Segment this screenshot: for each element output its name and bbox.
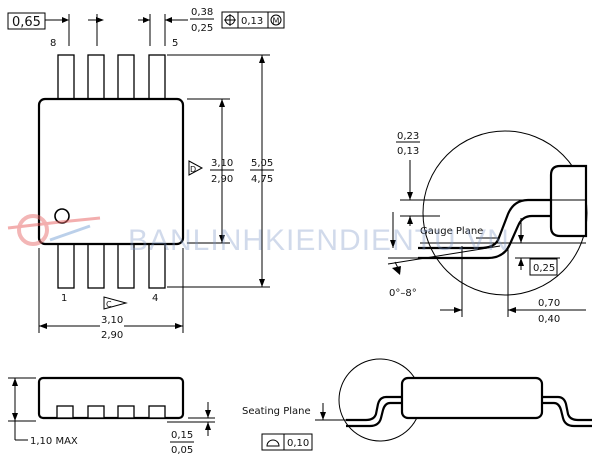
lead-thickness-min: 0,13 <box>397 146 419 157</box>
lead-pin-2 <box>87 242 105 289</box>
side-view: 1,10 MAX 0,15 0,05 <box>8 376 215 454</box>
angle-range: 0°–8° <box>389 288 417 299</box>
pin-number-1: 1 <box>61 293 67 304</box>
mmc-letter: M <box>273 17 280 26</box>
pin-pitch-value: 0,65 <box>12 15 41 30</box>
detail-package-edge <box>549 164 588 238</box>
standoff-max: 0,15 <box>171 430 193 441</box>
coplanarity-frame <box>261 433 313 451</box>
position-tolerance-value: 0,13 <box>241 16 263 27</box>
side-lead-4 <box>148 405 166 419</box>
body-width-min: 2,90 <box>211 174 233 185</box>
body-width-max: 3,10 <box>211 158 233 169</box>
gauge-plane-label: Gauge Plane <box>420 226 483 237</box>
detail-lead-bottom <box>418 214 551 260</box>
lead-detail-view: Gauge Plane 0,23 0,13 0°–8° 0,25 <box>387 130 588 325</box>
body-length-min: 2,90 <box>101 330 123 341</box>
side-package-body <box>37 376 185 420</box>
position-symbol-icon <box>224 14 236 26</box>
overall-width-min: 4,75 <box>251 174 273 185</box>
pin-number-4: 4 <box>152 293 158 304</box>
lead-thickness-max: 0,23 <box>397 131 419 142</box>
pin-number-5: 5 <box>172 38 178 49</box>
mmc-modifier-icon <box>270 14 282 26</box>
position-tolerance-frame <box>221 11 285 29</box>
body-length-max: 3,10 <box>101 315 123 326</box>
coplanarity-value: 0,10 <box>287 438 309 449</box>
seating-view: Seating Plane 0,10 <box>242 358 592 451</box>
lead-pin-6 <box>117 54 135 101</box>
lead-width-max: 0,38 <box>191 7 213 18</box>
package-body <box>37 97 185 246</box>
gauge-height-value: 0,25 <box>533 263 555 274</box>
datum-c-triangle-icon <box>103 296 128 310</box>
package-height-max: 1,10 MAX <box>30 436 78 447</box>
side-lead-2 <box>87 405 105 419</box>
detail-lead-top <box>418 198 551 250</box>
seating-package-body <box>400 376 544 420</box>
standoff-min: 0,05 <box>171 445 193 454</box>
foot-length-min: 0,40 <box>538 314 560 325</box>
seating-lead-left <box>346 395 402 422</box>
seating-lead-right <box>542 395 592 422</box>
overall-width-max: 5,05 <box>251 158 273 169</box>
datum-c-letter: C <box>106 300 112 309</box>
pin-number-8: 8 <box>50 38 56 49</box>
side-lead-3 <box>117 405 135 419</box>
lead-pin-7 <box>87 54 105 101</box>
datum-d-letter: D <box>190 165 196 174</box>
datum-d-triangle-icon <box>188 160 204 176</box>
gauge-height-box <box>529 258 558 276</box>
seating-plane-label: Seating Plane <box>242 406 311 417</box>
lead-width-min: 0,25 <box>191 23 213 34</box>
profile-surface-icon <box>266 439 280 447</box>
lead-pin-8 <box>57 54 75 101</box>
watermark: BANLINHKIENDIENTU.VN <box>7 214 510 257</box>
watermark-text: BANLINHKIENDIENTU.VN <box>128 224 510 257</box>
top-view: 0,65 0,38 0,25 0,13 M 8 5 1 <box>7 7 285 341</box>
lead-pin-5 <box>148 54 166 101</box>
watermark-logo-icon <box>7 214 101 246</box>
foot-length-max: 0,70 <box>538 298 560 309</box>
lead-pin-1 <box>57 242 75 289</box>
pitch-box <box>7 12 46 30</box>
side-lead-1 <box>56 405 74 419</box>
